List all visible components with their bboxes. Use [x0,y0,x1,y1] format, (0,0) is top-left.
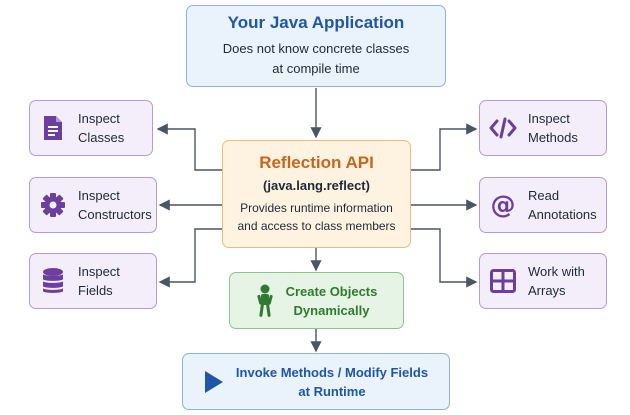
person-icon [256,284,274,318]
reflection-package: (java.lang.reflect) [263,178,370,193]
inspect-methods-box: Inspect Methods [479,100,607,156]
read-annotations-label: Read Annotations [528,188,597,222]
app-title: Your Java Application [227,13,405,32]
reflection-api-box: Reflection API (java.lang.reflect) Provi… [222,140,411,248]
java-application-box: Your Java Application Does not know conc… [186,5,446,87]
reflection-description: Provides runtime information and access … [237,201,396,233]
inspect-classes-box: Inspect Classes [29,100,153,156]
invoke-methods-box: Invoke Methods / Modify Fields at Runtim… [182,353,450,410]
create-objects-box: Create Objects Dynamically [229,272,404,329]
read-annotations-box: @ Read Annotations [479,177,607,233]
play-icon [204,370,224,394]
at-icon: @ [488,190,518,220]
app-subtitle: Does not know concrete classes at compil… [222,41,410,76]
work-with-arrays-box: Work with Arrays [479,253,607,309]
code-icon [488,113,518,143]
reflection-title: Reflection API [259,153,374,172]
gear-icon [38,190,68,220]
inspect-fields-box: Inspect Fields [29,253,157,309]
grid-icon [488,266,518,296]
invoke-methods-label: Invoke Methods / Modify Fields at Runtim… [235,364,429,399]
work-with-arrays-label: Work with Arrays [528,264,585,298]
create-objects-label: Create Objects Dynamically [285,283,378,318]
inspect-constructors-label: Inspect Constructors [78,188,152,222]
inspect-constructors-box: Inspect Constructors [29,177,157,233]
inspect-fields-label: Inspect Fields [78,264,120,298]
svg-text:@: @ [491,192,516,218]
document-icon [38,113,68,143]
inspect-methods-label: Inspect Methods [528,111,578,145]
database-icon [38,266,68,296]
inspect-classes-label: Inspect Classes [78,111,125,145]
